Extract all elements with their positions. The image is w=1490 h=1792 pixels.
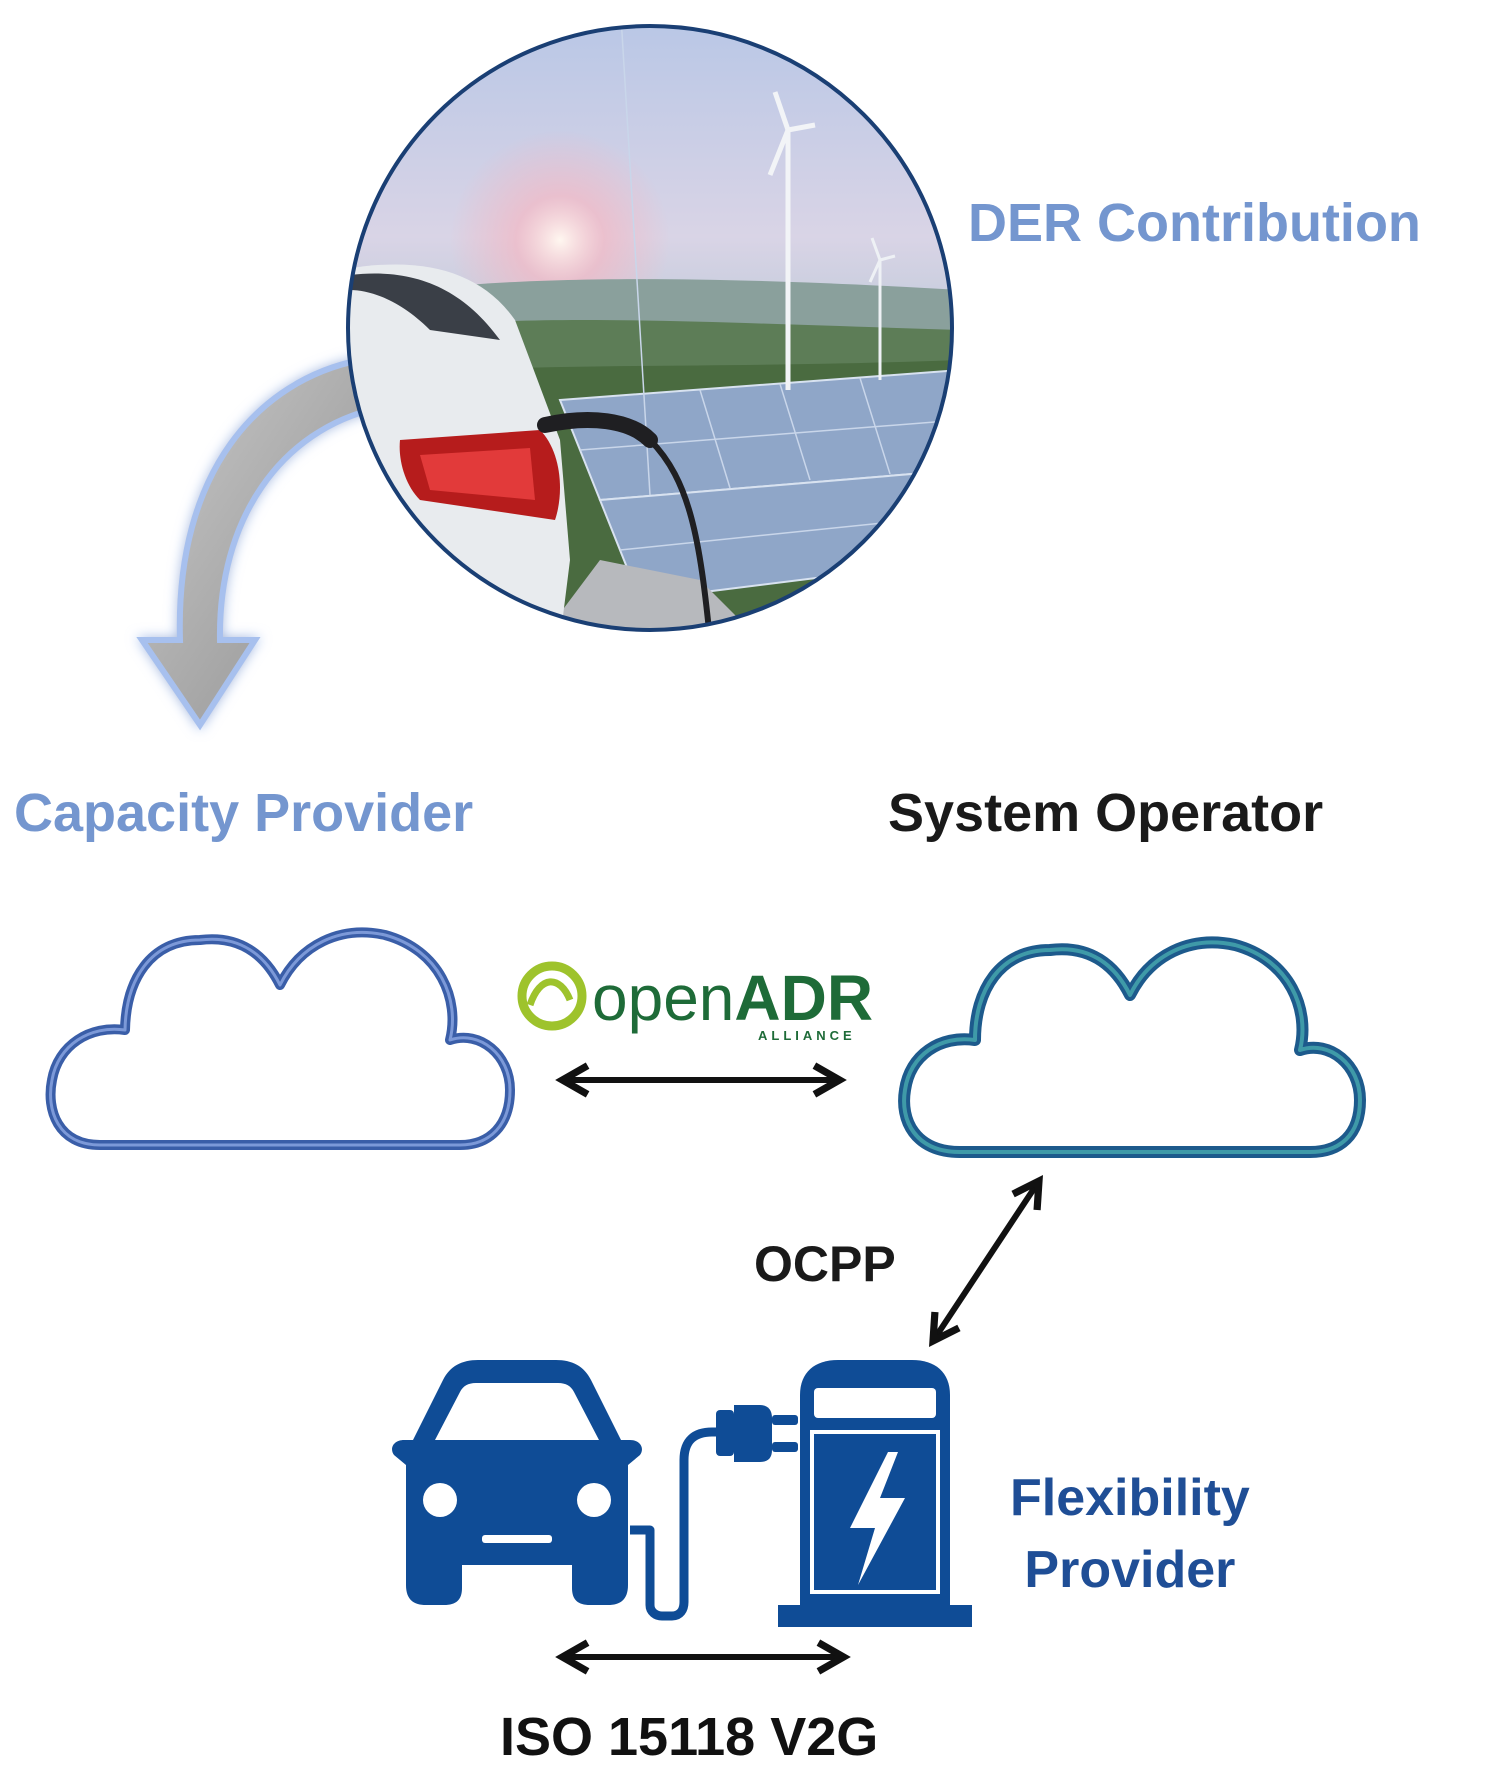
openadr-swirl-icon	[517, 961, 587, 1031]
curved-arrow-icon	[136, 356, 383, 731]
charging-station-icon	[778, 1360, 972, 1627]
openadr-alliance-text: ALLIANCE	[758, 1028, 856, 1043]
double-arrow-icon	[929, 1174, 1043, 1348]
flexibility-provider-line1: Flexibility	[1010, 1469, 1250, 1527]
charging-cable	[630, 1427, 718, 1621]
der-photo-circle	[348, 26, 952, 630]
cloud-icon	[898, 936, 1366, 1158]
cloud-icon	[45, 927, 515, 1150]
ocpp-label: OCPP	[754, 1236, 896, 1292]
openadr-logo: openADR ALLIANCE	[510, 958, 873, 1058]
car-icon	[392, 1360, 642, 1605]
flexibility-provider-line2: Provider	[1024, 1541, 1236, 1599]
openadr-wordmark: openADR	[592, 958, 873, 1038]
capacity-provider-label: Capacity Provider	[14, 783, 474, 843]
openadr-adr-text: ADR	[734, 962, 874, 1034]
openadr-open-text: open	[592, 962, 735, 1034]
plug-icon	[716, 1405, 798, 1462]
iso-15118-label: ISO 15118 V2G	[500, 1707, 879, 1767]
photo-border	[346, 24, 954, 632]
der-contribution-label: DER Contribution	[968, 193, 1421, 253]
system-operator-label: System Operator	[888, 783, 1324, 843]
flexibility-provider-label: Flexibility Provider	[1010, 1462, 1250, 1606]
